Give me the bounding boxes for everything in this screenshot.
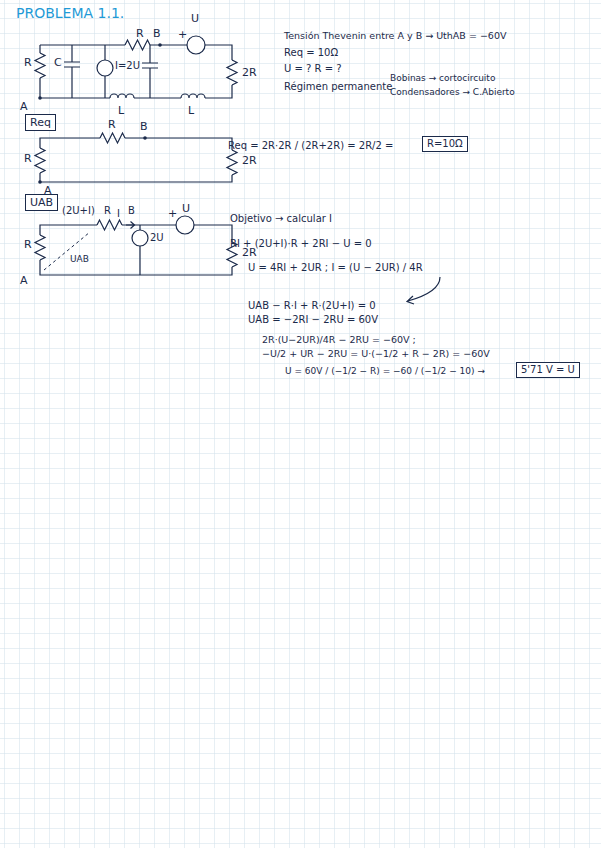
note-text: R bbox=[24, 56, 32, 69]
note-text: + bbox=[178, 28, 187, 41]
note-text: 2R·(U−2UR)/4R − 2RU = −60V ; bbox=[262, 334, 416, 345]
note-text: UAB = −2RI − 2RU = 60V bbox=[248, 314, 378, 326]
note-text: C bbox=[54, 56, 62, 69]
wire-symbol bbox=[205, 45, 232, 60]
note-text: A bbox=[20, 274, 28, 287]
note-text: U = 60V / (−1/2 − R) = −60 / (−1/2 − 10)… bbox=[285, 366, 485, 377]
note-text: I bbox=[117, 208, 120, 220]
terminal-dot bbox=[158, 43, 162, 47]
note-text: UAB bbox=[70, 254, 89, 265]
wire-symbol bbox=[40, 225, 97, 235]
note-text: U bbox=[182, 202, 190, 215]
note-text: Régimen permanente bbox=[284, 81, 392, 93]
wire-symbol bbox=[150, 44, 187, 45]
note-text: U = ? R = ? bbox=[284, 63, 342, 75]
note-text: U bbox=[191, 12, 199, 25]
source-symbol bbox=[176, 216, 194, 234]
note-text: L bbox=[188, 104, 194, 117]
wire-symbol bbox=[40, 44, 125, 45]
note-text: Req = 10Ω bbox=[284, 47, 338, 59]
note-text: + bbox=[168, 207, 177, 220]
note-text: 2U bbox=[150, 232, 164, 244]
note-text: R bbox=[24, 238, 32, 251]
wire-symbol bbox=[139, 246, 140, 275]
resistor-symbol bbox=[35, 148, 45, 173]
source-symbol bbox=[132, 230, 148, 246]
note-text: Tensión Thevenin entre A y B → UthAB = −… bbox=[284, 30, 506, 41]
note-text: 2R bbox=[242, 66, 257, 79]
wire-symbol bbox=[40, 78, 110, 98]
resistor-symbol bbox=[35, 53, 45, 78]
box-text: UAB bbox=[30, 196, 53, 209]
note-text: I=2U bbox=[115, 60, 140, 72]
voltage-line bbox=[44, 232, 90, 270]
capacitor-symbol bbox=[142, 63, 158, 68]
note-text: A bbox=[20, 100, 28, 113]
wire-symbol bbox=[104, 45, 105, 60]
note-text: −U/2 + UR − 2RU = U·(−1/2 + R − 2R) = −6… bbox=[262, 348, 490, 359]
wire-symbol bbox=[125, 138, 232, 150]
note-text: Req = 2R·2R / (2R+2R) = 2R/2 = bbox=[228, 140, 393, 152]
note-text: UAB − R·I + R·(2U+I) = 0 bbox=[248, 300, 376, 312]
wire-symbol bbox=[205, 85, 232, 98]
terminal-dot bbox=[38, 96, 42, 100]
source-symbol bbox=[187, 36, 205, 54]
boxed-result: UAB bbox=[25, 194, 58, 211]
resistor-symbol bbox=[125, 40, 150, 50]
wire-symbol bbox=[139, 225, 140, 230]
source-symbol bbox=[97, 60, 113, 76]
capacitor-symbol bbox=[64, 62, 80, 67]
wire-symbol bbox=[149, 45, 150, 63]
inductor-symbol bbox=[110, 94, 134, 98]
note-text: R bbox=[24, 152, 32, 165]
terminal-dot bbox=[38, 180, 42, 184]
note-text: (2U+I) bbox=[62, 205, 95, 217]
wire-symbol bbox=[134, 97, 181, 98]
boxed-result: 5'71 V = U bbox=[516, 362, 580, 378]
terminal-dot bbox=[143, 136, 147, 140]
wire-symbol bbox=[149, 68, 150, 98]
resistor-symbol bbox=[227, 150, 237, 175]
note-text: RI + (2U+I)·R + 2RI − U = 0 bbox=[230, 238, 372, 250]
note-text: R bbox=[136, 27, 144, 40]
resistor-symbol bbox=[227, 60, 237, 85]
note-text: Objetivo → calcular I bbox=[230, 213, 332, 225]
note-arrow-symbol bbox=[407, 277, 440, 304]
note-text: R bbox=[104, 205, 111, 217]
resistor-symbol bbox=[97, 220, 122, 230]
note-text: B bbox=[128, 205, 135, 217]
wire-symbol bbox=[40, 260, 232, 275]
resistor-symbol bbox=[100, 133, 125, 143]
note-text: U = 4RI + 2UR ; I = (U − 2UR) / 4R bbox=[248, 262, 423, 274]
boxed-result: R=10Ω bbox=[422, 136, 468, 152]
box-text: Req bbox=[30, 116, 51, 129]
inductor-symbol bbox=[181, 94, 205, 98]
note-text: L bbox=[118, 104, 124, 117]
wire-symbol bbox=[104, 76, 105, 98]
note-text: 2R bbox=[242, 154, 257, 167]
note-text: R bbox=[108, 118, 116, 131]
wire-symbol bbox=[71, 67, 72, 98]
arrow-symbol bbox=[126, 222, 135, 229]
note-text: B bbox=[153, 27, 161, 40]
wire-symbol bbox=[40, 173, 232, 182]
note-text: Condensadores → C.Abierto bbox=[390, 87, 515, 98]
resistor-symbol bbox=[35, 235, 45, 260]
note-text: B bbox=[140, 120, 148, 133]
wire-symbol bbox=[39, 45, 40, 53]
wire-symbol bbox=[40, 138, 100, 148]
box-text: 5'71 V = U bbox=[521, 364, 575, 375]
note-text: Bobinas → cortocircuito bbox=[390, 73, 495, 84]
title: PROBLEMA 1.1. bbox=[16, 5, 124, 22]
box-text: R=10Ω bbox=[427, 138, 463, 149]
wire-symbol bbox=[71, 45, 72, 62]
boxed-result: Req bbox=[25, 114, 56, 131]
wire-symbol bbox=[194, 225, 232, 242]
